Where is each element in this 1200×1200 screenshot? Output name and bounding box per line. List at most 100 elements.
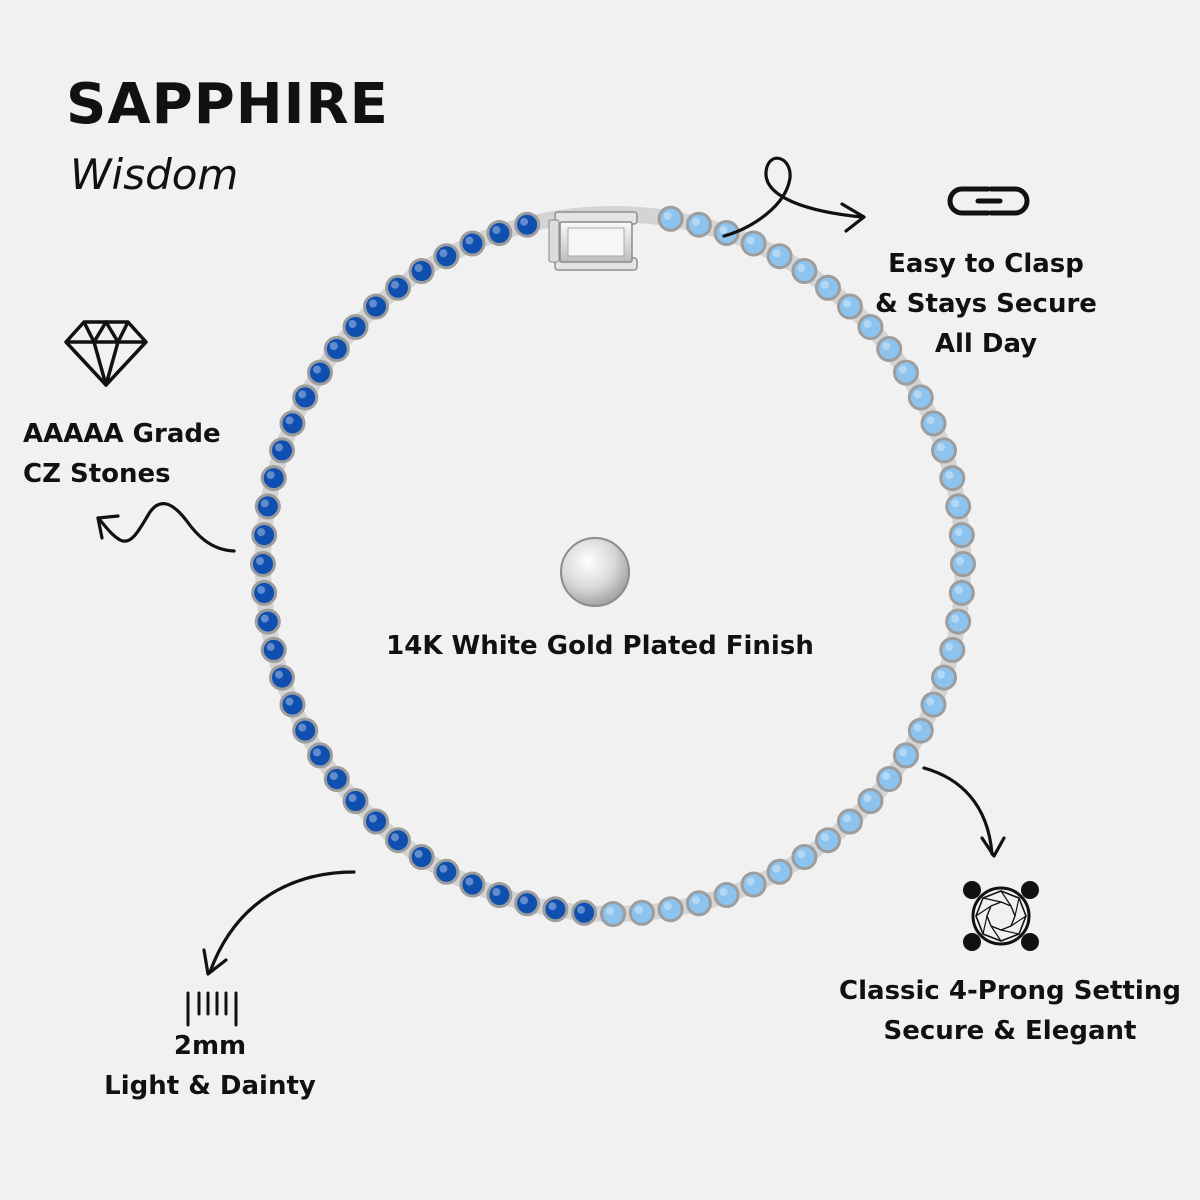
stones-feature-text: AAAAA Grade CZ Stones [23,414,263,494]
arrowhead-stones-icon [96,514,120,540]
bracelet-stone [893,359,919,386]
bracelet-stone [939,465,966,492]
stone-highlight [945,642,954,651]
bracelet-stone [945,608,972,635]
bracelet-stone [837,808,863,835]
stone-highlight [821,280,829,289]
stone-highlight [821,833,829,842]
stone-highlight [719,226,728,234]
stone-highlight [663,211,672,220]
bracelet-stone [514,211,541,238]
bracelet-stone [685,211,712,238]
bracelet-stone [950,551,976,577]
stone-highlight [257,528,266,537]
stone-highlight [719,888,728,896]
stone-highlight [691,896,700,905]
stone-highlight [298,390,307,399]
size-line: 2mm [173,1031,247,1061]
stone-highlight [746,236,755,245]
bracelet-stone [292,717,319,744]
stone-highlight [414,264,423,272]
finish-feature-text: 14K White Gold Plated Finish [386,631,814,661]
bracelet-stone [433,858,460,885]
bracelet-stone [408,844,435,870]
diamond-icon [64,320,148,387]
stone-highlight [548,902,557,911]
stone-highlight [465,236,474,245]
bracelet-stone [766,858,793,885]
bracelet-clasp [548,211,638,271]
bracelet-stone [791,844,818,870]
stone-highlight [577,905,586,914]
bracelet-stone [815,827,841,854]
stone-highlight [663,902,672,911]
stones-line: AAAAA Grade [23,419,221,449]
bracelet-stone [279,691,306,718]
arrowhead-setting-icon [980,836,1006,858]
stone-highlight [492,226,501,234]
bracelet-stone [254,493,281,520]
bracelet-stones [250,205,976,927]
stone-highlight [926,416,935,425]
setting-feature-text: Classic 4-Prong Setting Secure & Elegant [830,971,1190,1051]
stone-highlight [634,905,643,914]
silver-disc-icon [560,537,630,607]
bracelet-stone [433,243,460,270]
bracelet-stone [600,901,626,927]
bracelet-stone [740,871,767,898]
bracelet-stone [292,384,319,411]
stone-highlight [329,342,338,350]
stone-highlight [369,299,377,308]
stone-highlight [520,217,529,226]
stone-highlight [266,642,275,651]
bracelet-stone [269,664,295,691]
stone-highlight [882,772,891,780]
bracelet-stone [571,899,598,926]
bracelet-stone [628,899,655,926]
stone-highlight [492,888,501,896]
stone-highlight [260,499,269,508]
stone-highlight [913,390,922,399]
bracelet-stone [342,314,369,340]
bracelet-stone [876,336,903,362]
bracelet-stone [920,691,947,718]
bracelet-stone [408,258,435,284]
arrow-to-setting-icon [922,766,994,856]
stone-highlight [772,864,781,873]
stone-highlight [772,249,781,258]
bracelet-stone [740,230,767,257]
bracelet-stone [766,243,793,270]
stone-highlight [439,249,448,258]
stone-highlight [298,723,307,732]
bracelet-stone [459,230,486,257]
bracelet-stone [920,410,947,437]
clasp-line: Easy to Clasp [888,249,1084,279]
bracelet-stone [907,717,934,744]
bracelet [250,205,976,927]
stone-highlight [926,697,935,706]
stone-highlight [313,365,321,374]
stone-highlight [275,670,283,679]
setting-line: Secure & Elegant [883,1016,1137,1046]
stone-highlight [285,416,294,425]
clasp-line: All Day [934,329,1038,359]
stone-highlight [391,280,399,289]
clasp-line: & Stays Secure [875,289,1097,319]
bracelet-stone [542,896,569,923]
stone-highlight [951,614,960,623]
bracelet-stone [931,664,957,691]
stone-highlight [945,471,954,480]
bracelet-stone [857,314,884,340]
bracelet-stone [837,293,863,320]
bracelet-stone [713,882,740,908]
stone-highlight [882,342,891,350]
bracelet-stone [323,766,350,792]
clasp-feature-text: Easy to Clasp & Stays Secure All Day [860,244,1112,364]
bracelet-stone [657,205,684,232]
bracelet-stone [815,274,841,301]
bracelet-stone [713,220,740,246]
stone-highlight [797,850,806,858]
stone-highlight [691,217,700,226]
bracelet-stone [948,522,975,549]
